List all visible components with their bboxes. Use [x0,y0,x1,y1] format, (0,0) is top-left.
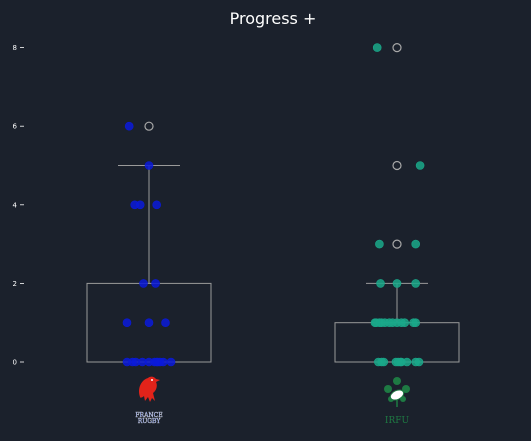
data-points [122,43,425,367]
data-point [166,357,176,367]
outlier-marker [392,239,402,249]
data-point [152,200,161,210]
data-point [400,318,410,328]
box-plot-ireland [334,42,460,363]
data-point [392,279,402,288]
data-point [375,239,384,249]
y-tick-label: 2 [13,280,17,288]
y-axis: 0 2 4 6 8 [13,44,24,367]
points-france [122,121,176,367]
outlier-marker [392,42,402,53]
data-point [415,161,425,170]
data-point [161,318,170,328]
data-point [402,357,412,367]
data-point [139,279,148,288]
data-point [144,318,154,328]
shamrock-leaf-icon [384,385,392,393]
data-point [414,357,424,367]
data-point [151,279,160,288]
france-rugby-logo-line-2: RUGBY [138,418,162,425]
data-point [411,279,421,288]
data-point [124,121,134,131]
y-tick-label: 8 [13,44,17,52]
y-tick-label: 0 [13,359,17,367]
y-tick-label: 6 [13,123,18,131]
data-point [159,357,168,367]
chart-title: Progress + [230,9,317,28]
rooster-icon [138,376,160,402]
data-point [376,279,385,288]
france-rugby-logo: FRANCE RUGBY [135,376,163,425]
outlier-marker [144,121,154,131]
data-point [372,43,382,52]
shamrock-leaf-icon [402,385,410,393]
irfu-logo: IRFU [384,377,410,426]
rugby-ball-icon [389,389,405,401]
data-point [122,318,132,328]
irfu-logo-text: IRFU [385,416,410,426]
data-point [379,357,389,367]
rooster-eye-icon [151,379,153,381]
shamrock-leaf-icon [393,377,401,385]
box-body [334,322,460,363]
data-point [411,318,421,328]
data-point [411,239,421,249]
outlier-marker [392,160,402,171]
france-rugby-logo-line-1: FRANCE [135,412,162,419]
data-point [135,200,145,210]
points-ireland [370,43,425,367]
data-point [144,161,154,170]
y-tick-label: 4 [13,201,18,209]
